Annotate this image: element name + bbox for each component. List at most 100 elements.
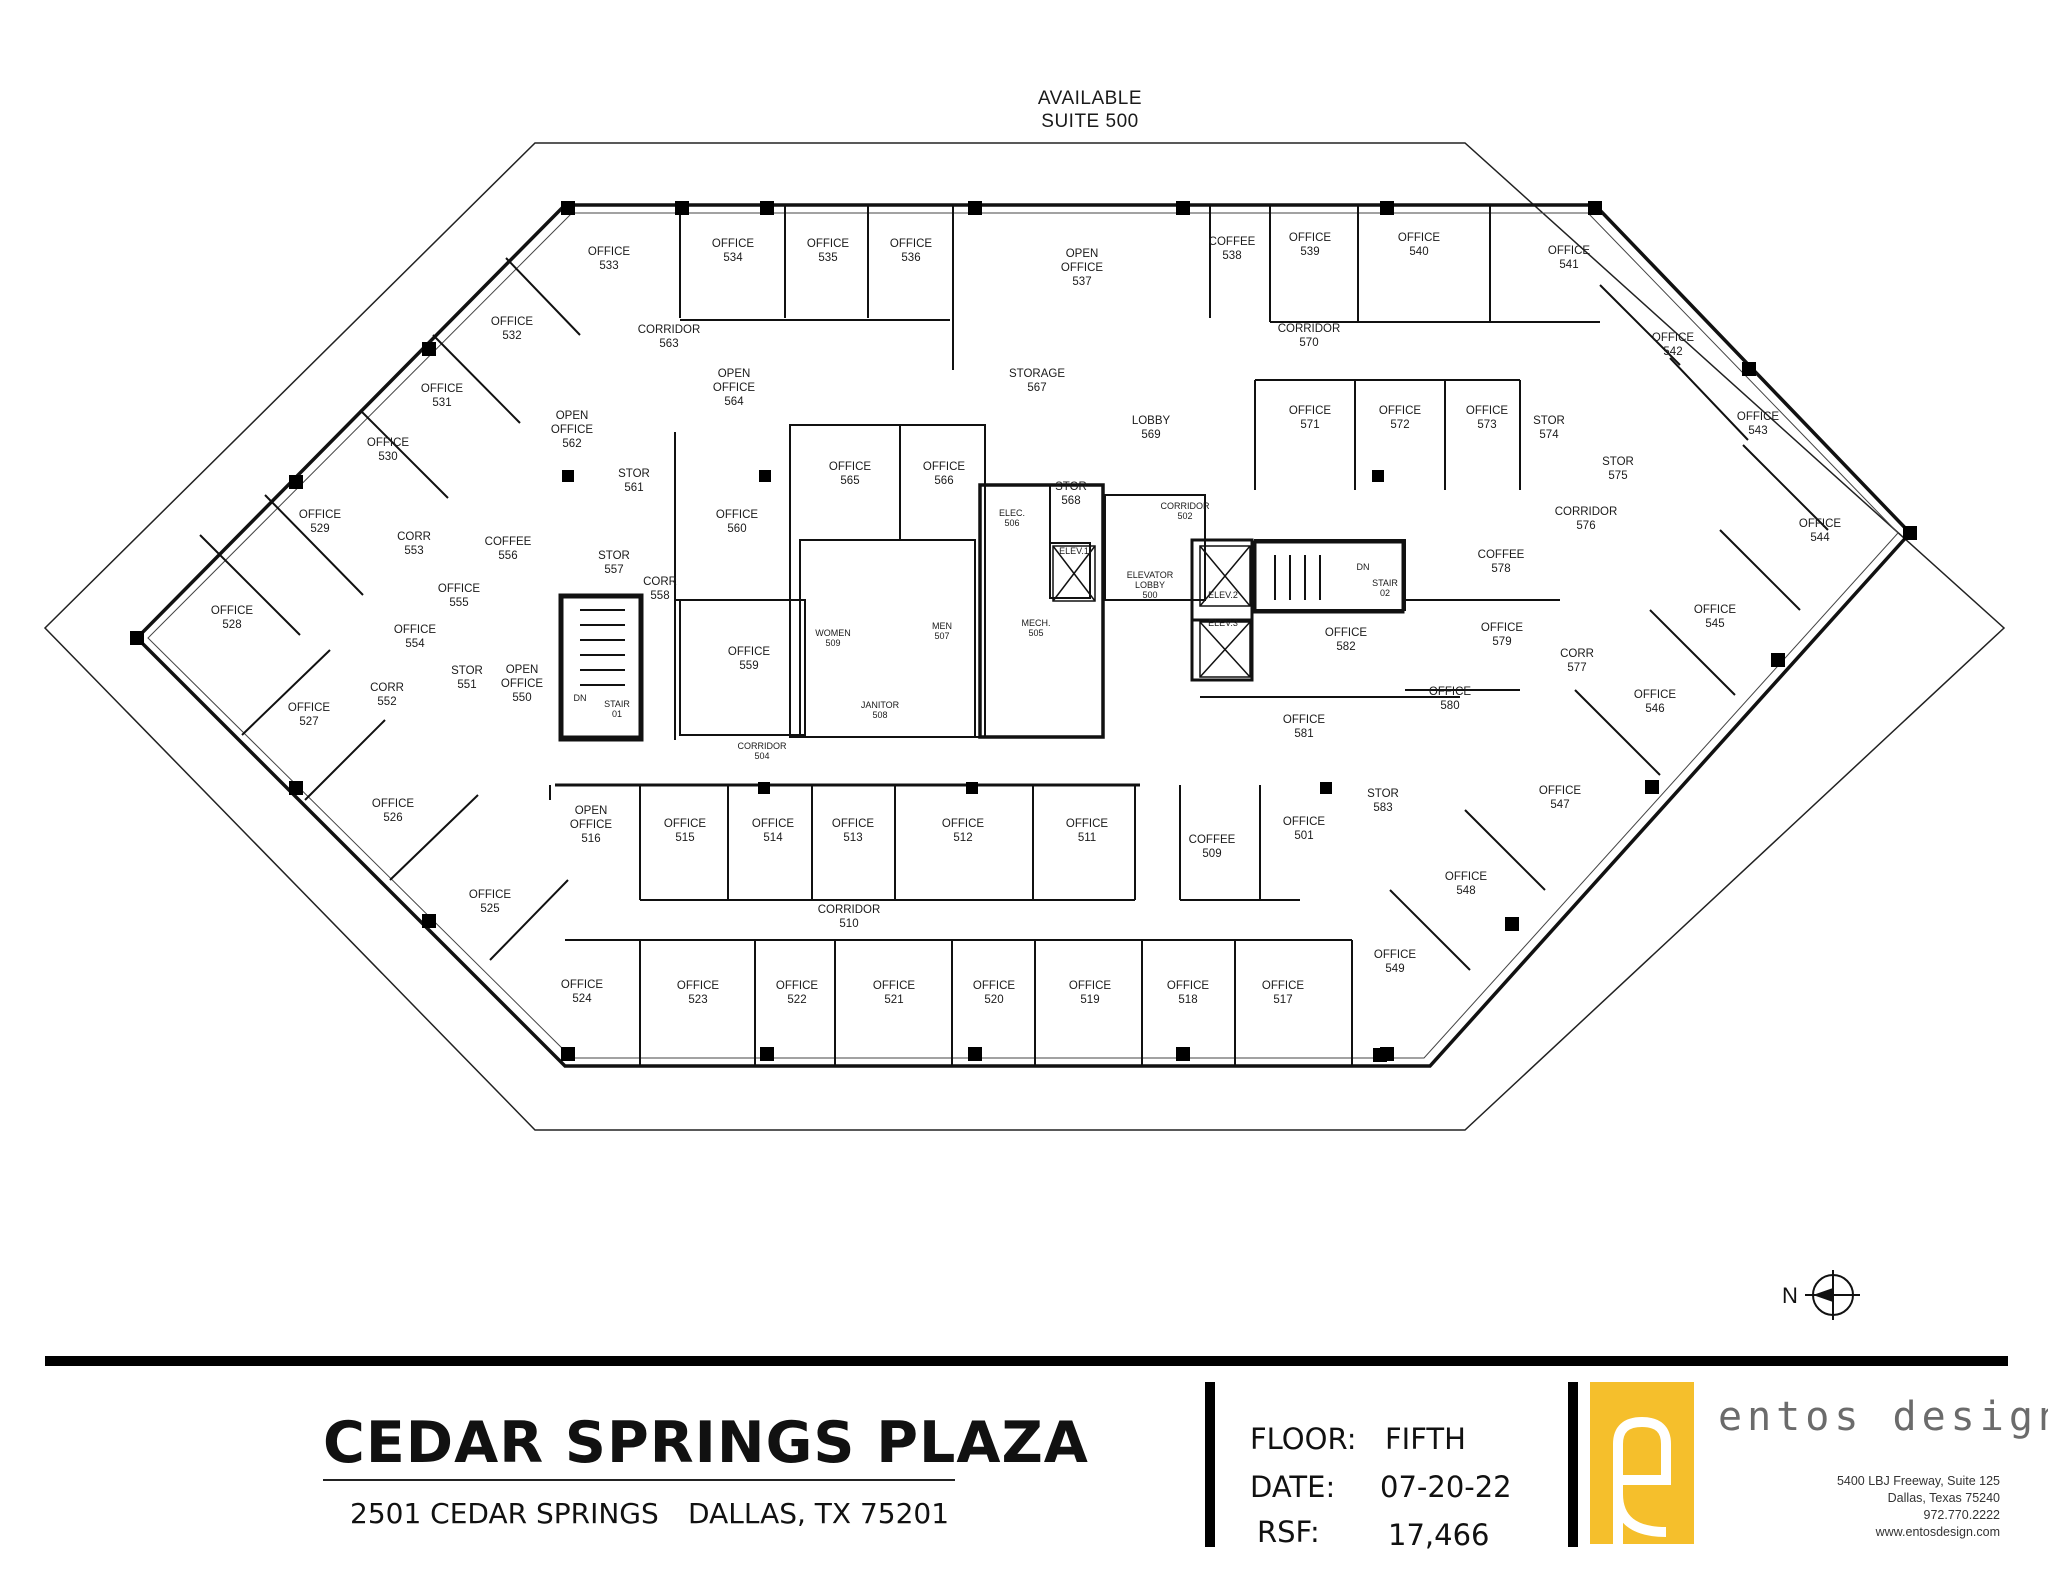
room-label-line: 500 xyxy=(1142,590,1157,600)
room-label-line: 538 xyxy=(1222,250,1241,262)
room-label-mech-505: MECH.505 xyxy=(1022,618,1051,638)
room-label-line: 01 xyxy=(612,709,622,719)
room-label-line: OFFICE xyxy=(372,798,414,810)
room-label-line: 542 xyxy=(1663,346,1682,358)
room-label-line: 526 xyxy=(383,812,402,824)
room-label-line: OPEN xyxy=(718,368,751,380)
room-label-line: STOR xyxy=(1055,481,1087,493)
stair-02-dn-label: DN xyxy=(1357,562,1370,572)
stair-02 xyxy=(1253,540,1405,614)
room-label-line: COFFEE xyxy=(485,536,532,548)
room-label-line: OPEN xyxy=(575,805,608,817)
room-label-line: STOR xyxy=(451,665,483,677)
room-label-line: OFFICE xyxy=(1398,232,1440,244)
room-label-line: OFFICE xyxy=(1283,816,1325,828)
room-label-line: 534 xyxy=(723,252,743,264)
room-label-line: OFFICE xyxy=(1694,604,1736,616)
room-label-line: 555 xyxy=(449,597,468,609)
stair-01-dn-label: DN xyxy=(574,693,587,703)
project-street: 2501 CEDAR SPRINGS xyxy=(350,1497,659,1530)
firm-contact: 5400 LBJ Freeway, Suite 125 Dallas, Texa… xyxy=(1837,1473,2000,1541)
room-label-line: 571 xyxy=(1300,419,1319,431)
room-label-office-526: OFFICE 526 xyxy=(372,798,414,824)
room-label-line: CORRIDOR xyxy=(818,904,881,916)
room-label-line: OFFICE xyxy=(421,383,463,395)
room-label-line: CORRIDOR xyxy=(738,741,787,751)
room-label-line: 580 xyxy=(1440,700,1459,712)
room-label-elev-1: ELEV.1 xyxy=(1059,546,1089,556)
room-label-line: ELEVATOR xyxy=(1127,570,1174,580)
room-label-line: 539 xyxy=(1300,246,1319,258)
site-outline xyxy=(43,142,2006,1131)
north-arrow-label: N xyxy=(1782,1283,1798,1308)
room-label-line: 518 xyxy=(1178,994,1197,1006)
room-label-line: 578 xyxy=(1491,563,1510,575)
room-label-line: 502 xyxy=(1177,511,1192,521)
room-label-line: 553 xyxy=(404,545,423,557)
room-label-line: STAIR xyxy=(604,699,630,709)
project-name-underline xyxy=(323,1479,955,1481)
room-label-line: CORRIDOR xyxy=(1161,501,1210,511)
room-label-line: CORRIDOR xyxy=(638,324,701,336)
room-label-line: 567 xyxy=(1027,382,1046,394)
room-label-line: 562 xyxy=(562,438,581,450)
room-label-line: OFFICE xyxy=(728,646,770,658)
room-label-line: LOBBY xyxy=(1132,415,1171,427)
room-label-line: COFFEE xyxy=(1189,834,1236,846)
room-label-line: 566 xyxy=(934,475,953,487)
firm-logo-e-mark xyxy=(1613,1416,1671,1544)
room-label-line: 505 xyxy=(1028,628,1043,638)
room-label-line: OFFICE xyxy=(491,316,533,328)
room-label-line: OFFICE xyxy=(677,980,719,992)
project-name: CEDAR SPRINGS PLAZA xyxy=(323,1410,1089,1476)
room-label-line: OPEN xyxy=(1066,248,1099,260)
rsf-label: RSF: xyxy=(1257,1515,1320,1549)
room-label-line: JANITOR xyxy=(861,700,900,710)
room-label-elev-2: ELEV.2 xyxy=(1208,590,1238,600)
room-label-line: OFFICE xyxy=(1325,627,1367,639)
room-label-line: 547 xyxy=(1550,799,1569,811)
room-label-line: OFFICE xyxy=(832,818,874,830)
date-value: 07-20-22 xyxy=(1380,1470,1512,1504)
room-label-line: OFFICE xyxy=(1652,332,1694,344)
room-label-line: 560 xyxy=(727,523,746,535)
firm-logo xyxy=(1590,1382,1694,1544)
room-label-line: OFFICE xyxy=(942,818,984,830)
room-label-line: 557 xyxy=(604,564,623,576)
room-label-line: OPEN xyxy=(506,664,539,676)
room-label-line: 514 xyxy=(763,832,783,844)
title-block-divider-left xyxy=(1205,1382,1215,1547)
room-label-line: 577 xyxy=(1567,662,1586,674)
room-label-line: 509 xyxy=(825,638,840,648)
room-label-line: 531 xyxy=(432,397,451,409)
firm-address-line1: 5400 LBJ Freeway, Suite 125 xyxy=(1836,1474,2000,1488)
